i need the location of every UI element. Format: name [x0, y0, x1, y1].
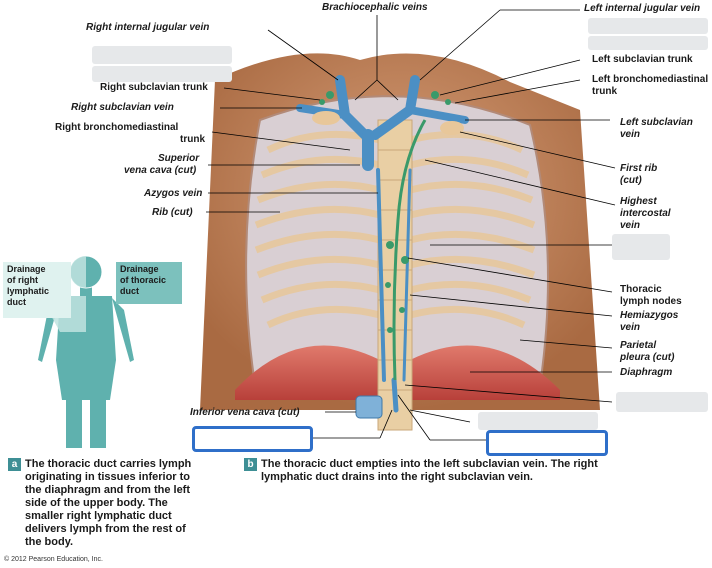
label-right-bronchomediastinal-line2: trunk [180, 134, 205, 145]
label-highest-intercostal-line2: intercostal [620, 208, 671, 219]
leader-lines [206, 9, 616, 441]
caption-a-line2: originating in tissues inferior to [25, 471, 191, 483]
figure-left-leg [66, 398, 82, 448]
label-diaphragm: Diaphragm [620, 367, 673, 378]
label-brachiocephalic-veins: Brachiocephalic veins [322, 2, 428, 13]
figure-right-leg [90, 398, 106, 448]
caption-b-line1: The thoracic duct empties into the left … [261, 458, 598, 470]
caption-a: a The thoracic duct carries lymph origina… [8, 458, 228, 549]
drainage-right-line1: Drainage [7, 264, 46, 274]
diaphragm [235, 345, 380, 400]
caption-a-badge: a [8, 458, 21, 471]
caption-b-badge: b [244, 458, 257, 471]
label-first-rib-line1: First rib [620, 163, 658, 174]
label-right-internal-jugular-vein: Right internal jugular vein [86, 22, 210, 33]
caption-b-line2: lymphatic duct drains into the right sub… [261, 471, 533, 483]
label-right-subclavian-vein: Right subclavian vein [71, 102, 174, 113]
blank-label-left-upper-1 [588, 18, 708, 34]
label-highest-intercostal-line3: vein [620, 220, 641, 231]
drainage-thoracic-line3: duct [120, 286, 139, 296]
label-parietal-pleura-line2: pleura (cut) [620, 352, 675, 363]
label-left-subclavian-trunk: Left subclavian trunk [592, 54, 693, 65]
label-azygos-vein: Azygos vein [144, 188, 203, 199]
label-left-subclavian-vein-line2: vein [620, 129, 641, 140]
blank-answer-box-right[interactable] [486, 430, 608, 456]
label-right-subclavian-trunk: Right subclavian trunk [100, 82, 208, 93]
blank-label-center-lower [478, 412, 598, 430]
label-left-internal-jugular-vein: Left internal jugular vein [584, 3, 701, 14]
blank-label-right-upper-2 [92, 66, 232, 82]
label-hemiazygos-vein-line2: vein [620, 322, 641, 333]
caption-a-line6: delivers lymph from the rest of [25, 523, 186, 535]
drainage-thoracic-box: Drainage of thoracic duct [116, 262, 182, 304]
label-left-subclavian-vein-line1: Left subclavian [620, 117, 693, 128]
caption-a-line7: the body. [25, 536, 74, 548]
inferior-vena-cava [355, 395, 383, 419]
drainage-right-line4: duct [7, 297, 26, 307]
caption-a-line1: The thoracic duct carries lymph [25, 458, 192, 470]
label-rib-cut: Rib (cut) [152, 207, 193, 218]
drainage-thoracic-line2: of thoracic [120, 275, 167, 285]
caption-a-line3: the diaphragm and from the left [25, 484, 191, 496]
caption-b: b The thoracic duct empties into the left… [244, 458, 704, 484]
label-superior-vena-cava-line2: vena cava (cut) [124, 165, 197, 176]
label-inferior-vena-cava: Inferior vena cava (cut) [190, 407, 300, 418]
blank-answer-box-left[interactable] [192, 426, 313, 452]
blank-label-right-mid [612, 234, 670, 260]
thoracic-duct [392, 119, 427, 381]
caption-a-line5: smaller right lymphatic duct [25, 510, 172, 522]
caption-a-line4: side of the upper body. The [25, 497, 168, 509]
figure-right-arm [112, 298, 134, 362]
label-left-bronchomediastinal-line1: Left bronchomediastinal [592, 74, 709, 85]
label-thoracic-lymph-nodes-line1: Thoracic [620, 284, 662, 295]
lymph-nodes [319, 91, 451, 333]
blank-label-right-lower [616, 392, 708, 412]
drainage-thoracic-line1: Drainage [120, 264, 159, 274]
drainage-figure [38, 255, 134, 448]
drainage-right-lymphatic-box: Drainage of right lymphatic duct [3, 262, 71, 318]
drainage-right-line3: lymphatic [7, 286, 50, 296]
label-hemiazygos-vein-line1: Hemiazygos [620, 310, 679, 321]
label-parietal-pleura-line1: Parietal [620, 340, 657, 351]
label-superior-vena-cava-line1: Superior [158, 153, 200, 164]
label-left-bronchomediastinal-line2: trunk [592, 86, 617, 97]
copyright: © 2012 Pearson Education, Inc. [4, 556, 103, 563]
label-highest-intercostal-line1: Highest [620, 196, 657, 207]
blank-label-left-upper-2 [588, 36, 708, 50]
blank-label-right-upper-1 [92, 46, 232, 64]
label-right-bronchomediastinal-line1: Right bronchomediastinal [55, 122, 179, 133]
label-thoracic-lymph-nodes-line2: lymph nodes [620, 296, 682, 307]
label-first-rib-line2: (cut) [620, 175, 642, 186]
drainage-right-line2: of right [7, 275, 38, 285]
